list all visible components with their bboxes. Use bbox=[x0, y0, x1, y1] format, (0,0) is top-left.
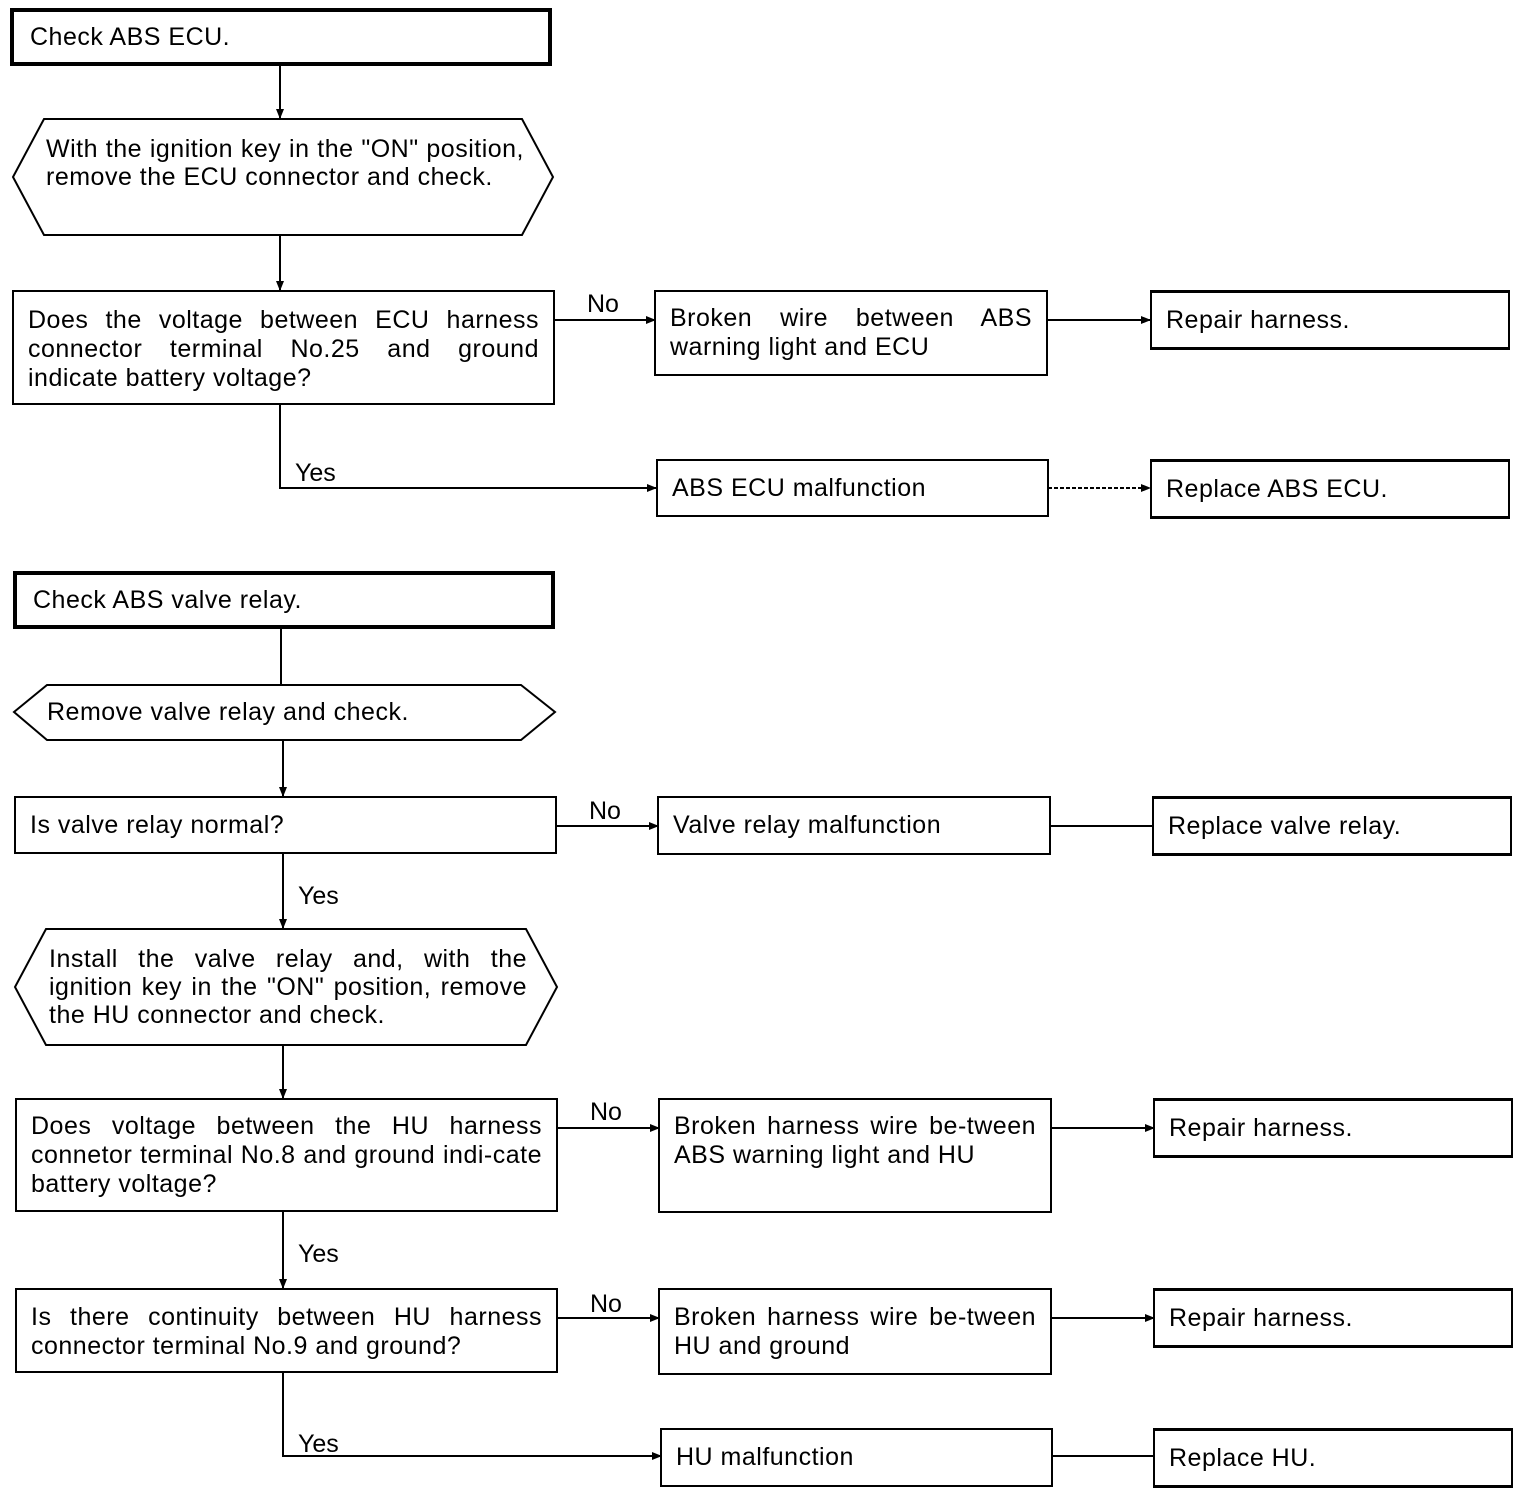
action-text: Repair harness. bbox=[1169, 1113, 1353, 1142]
action-text: Repair harness. bbox=[1169, 1303, 1353, 1332]
no-label: No bbox=[589, 797, 621, 825]
result-box: Valve relay malfunction bbox=[657, 796, 1051, 855]
decision-box: Is there continuity between HU harness c… bbox=[15, 1288, 558, 1373]
decision-box: Is valve relay normal? bbox=[14, 796, 557, 854]
procedure-step: Remove valve relay and check. bbox=[12, 684, 557, 741]
result-box: HU malfunction bbox=[660, 1428, 1053, 1487]
action-box: Replace HU. bbox=[1153, 1428, 1513, 1488]
result-text: Broken harness wire be-tween HU and grou… bbox=[674, 1303, 1036, 1360]
decision-box: Does the voltage between ECU harness con… bbox=[12, 290, 555, 405]
question-text: Is valve relay normal? bbox=[30, 810, 285, 839]
action-box: Repair harness. bbox=[1153, 1098, 1513, 1158]
no-label: No bbox=[590, 1098, 622, 1126]
action-text: Replace ABS ECU. bbox=[1166, 474, 1388, 503]
action-box: Replace valve relay. bbox=[1152, 796, 1512, 856]
result-box: Broken harness wire be-tween HU and grou… bbox=[658, 1288, 1052, 1375]
step-text: Remove valve relay and check. bbox=[47, 698, 409, 726]
action-text: Replace HU. bbox=[1169, 1443, 1317, 1472]
yes-label: Yes bbox=[295, 459, 336, 487]
no-label: No bbox=[590, 1290, 622, 1318]
procedure-step: With the ignition key in the "ON" positi… bbox=[11, 118, 555, 236]
question-text: Is there continuity between HU harness c… bbox=[31, 1303, 542, 1360]
result-text: ABS ECU malfunction bbox=[672, 473, 927, 502]
decision-box: Does voltage between the HU harness conn… bbox=[15, 1098, 558, 1212]
connector bbox=[279, 404, 657, 492]
box-label: Check ABS ECU. bbox=[30, 22, 231, 51]
yes-label: Yes bbox=[298, 1240, 339, 1268]
action-text: Repair harness. bbox=[1166, 305, 1350, 334]
no-label: No bbox=[587, 290, 619, 318]
step-text: Install the valve relay and, with the ig… bbox=[49, 945, 527, 1029]
question-text: Does the voltage between ECU harness con… bbox=[28, 306, 539, 392]
result-text: Broken harness wire be-tween ABS warning… bbox=[674, 1112, 1036, 1169]
action-text: Replace valve relay. bbox=[1168, 811, 1402, 840]
action-box: Repair harness. bbox=[1153, 1288, 1513, 1348]
result-text: Valve relay malfunction bbox=[673, 811, 942, 839]
result-text: HU malfunction bbox=[676, 1443, 854, 1471]
yes-label: Yes bbox=[298, 1430, 339, 1458]
result-box: ABS ECU malfunction bbox=[656, 459, 1049, 517]
question-text: Does voltage between the HU harness conn… bbox=[31, 1112, 542, 1198]
yes-label: Yes bbox=[298, 882, 339, 910]
action-box: Repair harness. bbox=[1150, 290, 1510, 350]
result-box: Broken wire between ABS warning light an… bbox=[654, 290, 1048, 376]
procedure-step: Install the valve relay and, with the ig… bbox=[13, 928, 559, 1046]
start-check-valve-relay: Check ABS valve relay. bbox=[13, 571, 555, 629]
result-box: Broken harness wire be-tween ABS warning… bbox=[658, 1098, 1052, 1213]
connector bbox=[282, 1372, 662, 1460]
start-check-abs-ecu: Check ABS ECU. bbox=[10, 8, 552, 66]
box-label: Check ABS valve relay. bbox=[33, 585, 302, 614]
result-text: Broken wire between ABS warning light an… bbox=[670, 304, 1032, 361]
step-text: With the ignition key in the "ON" positi… bbox=[46, 135, 524, 191]
action-box: Replace ABS ECU. bbox=[1150, 459, 1510, 519]
